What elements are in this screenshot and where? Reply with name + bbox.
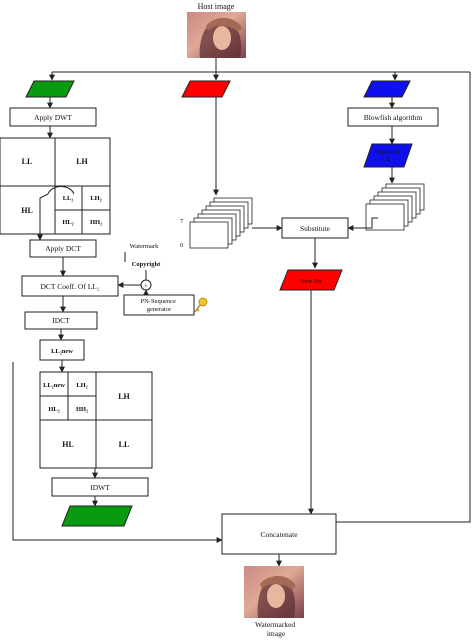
bitplane-stack-left	[189, 197, 253, 249]
blue-input-shape	[363, 80, 411, 98]
dwt-lh2: LH₂	[90, 195, 101, 202]
bitplane-left-sheet	[189, 221, 229, 249]
ciphered-label: Ciphered B	[375, 149, 400, 163]
dwt-ll2: LL₂	[63, 195, 74, 202]
dwt-grid	[0, 137, 111, 235]
dct-coeff-label: DCT Coeff. Of LL₂	[41, 282, 100, 291]
dwt-hh2: HH₂	[90, 219, 102, 226]
bitplane-stack-right	[365, 183, 425, 231]
blowfish-box	[347, 107, 439, 127]
idct-label: IDCT	[52, 316, 70, 325]
recon-ll: LL	[119, 440, 130, 449]
key-icon	[194, 297, 208, 313]
recon-hh2: HH₂	[76, 406, 88, 413]
recon-hl: HL	[62, 440, 74, 449]
substitute-label: Substitute	[300, 224, 331, 233]
idwt-box	[51, 477, 149, 497]
dwt-hl: HL	[21, 206, 33, 215]
ll2new-label: LL₂new	[51, 348, 73, 355]
green-input-shape	[25, 80, 75, 98]
host-image-label: Host image	[198, 2, 235, 11]
pn-sequence-label: PN-Sequence generator	[140, 298, 177, 313]
idwt-label: IDWT	[90, 483, 110, 492]
watermark-title: Watermark	[130, 243, 159, 250]
recon-ll2new: LL₂new	[43, 382, 65, 389]
recon-lh: LH	[118, 392, 130, 401]
bitplane-top-label: 7	[180, 218, 184, 225]
green-output-shape	[61, 505, 133, 527]
apply-dwt-label: Apply DWT	[34, 113, 72, 122]
recon-lh2: LH₂	[76, 382, 87, 389]
concatenate-box	[221, 513, 337, 555]
apply-dwt-box	[9, 107, 97, 127]
blowfish-label: Blowfish algorithm	[364, 113, 423, 122]
dwt-hl2: HL₂	[62, 219, 73, 226]
host-image	[187, 12, 246, 58]
reconstructed-grid	[39, 371, 153, 469]
ciphered-shape	[363, 143, 413, 168]
bitplane-bottom-label: 0	[180, 242, 183, 249]
xor-symbol: +	[144, 283, 148, 290]
watermarked-image	[244, 566, 304, 618]
watermark-text: Copyright	[132, 261, 161, 268]
apply-dct-label: Apply DCT	[45, 244, 81, 253]
watermarked-image-label: Watermarked image	[255, 620, 297, 638]
dwt-lh: LH	[76, 157, 88, 166]
new-bit-label: New Bit	[300, 278, 322, 285]
pn-sequence-box	[123, 294, 195, 316]
red-input-shape	[181, 80, 231, 98]
new-bit-shape	[279, 269, 343, 291]
recon-hl2: HL₂	[48, 406, 59, 413]
concatenate-label: Concatenate	[260, 530, 298, 539]
dwt-ll: LL	[22, 157, 33, 166]
